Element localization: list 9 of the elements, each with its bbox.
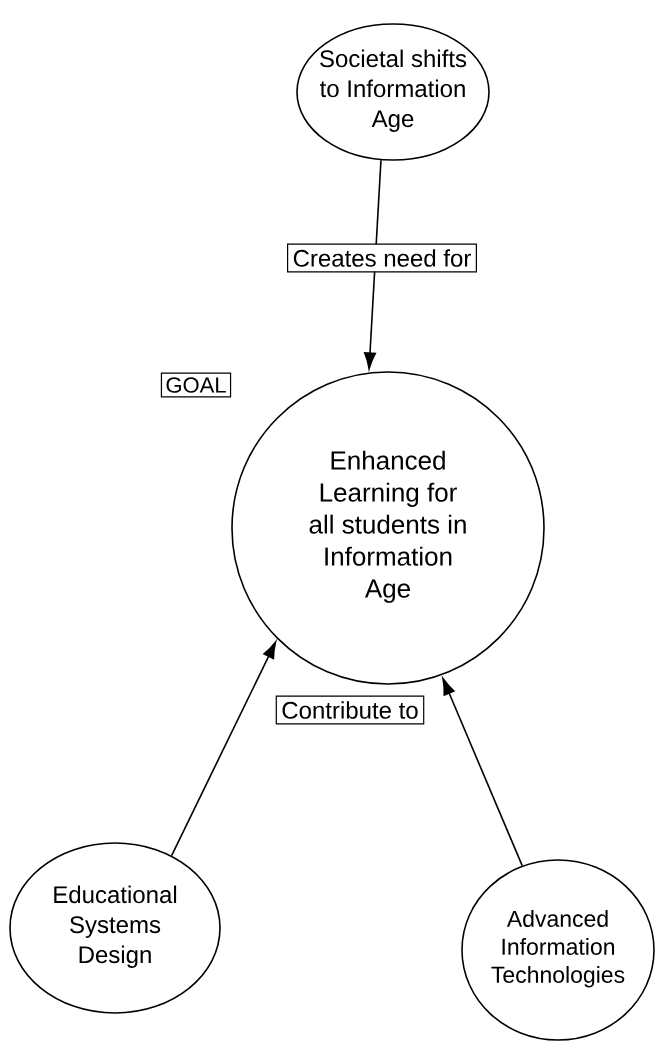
arrow bbox=[170, 641, 277, 857]
edge-label: Contribute to bbox=[275, 695, 425, 725]
edge-label: Creates need for bbox=[287, 243, 477, 273]
ellipse-node: Societal shifts to Information Age bbox=[296, 23, 490, 161]
ellipse-node: Educational Systems Design bbox=[9, 842, 221, 1014]
arrow bbox=[364, 159, 382, 370]
ellipse-node: Advanced Information Technologies bbox=[461, 859, 655, 1041]
goal-box: GOAL bbox=[160, 372, 232, 398]
arrow bbox=[442, 678, 523, 867]
